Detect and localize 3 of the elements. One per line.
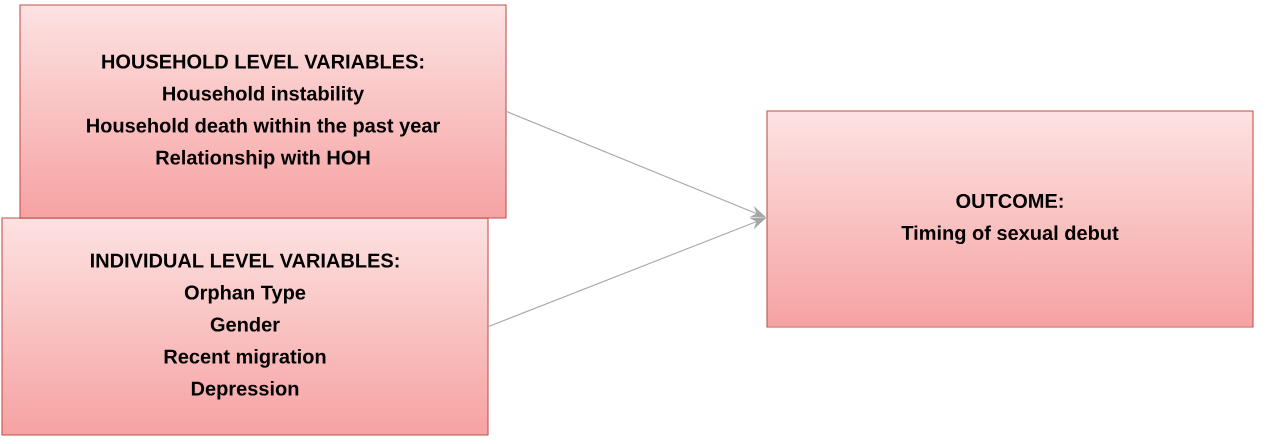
variable-box: INDIVIDUAL LEVEL VARIABLES: Orphan Type Gender Recent migration Depression (1, 217, 489, 436)
variable-box: HOUSEHOLD LEVEL VARIABLES: Household instability Household death within the past year Relationship with HOH (19, 4, 507, 219)
variable-box: OUTCOME: Timing of sexual debut (766, 110, 1254, 328)
